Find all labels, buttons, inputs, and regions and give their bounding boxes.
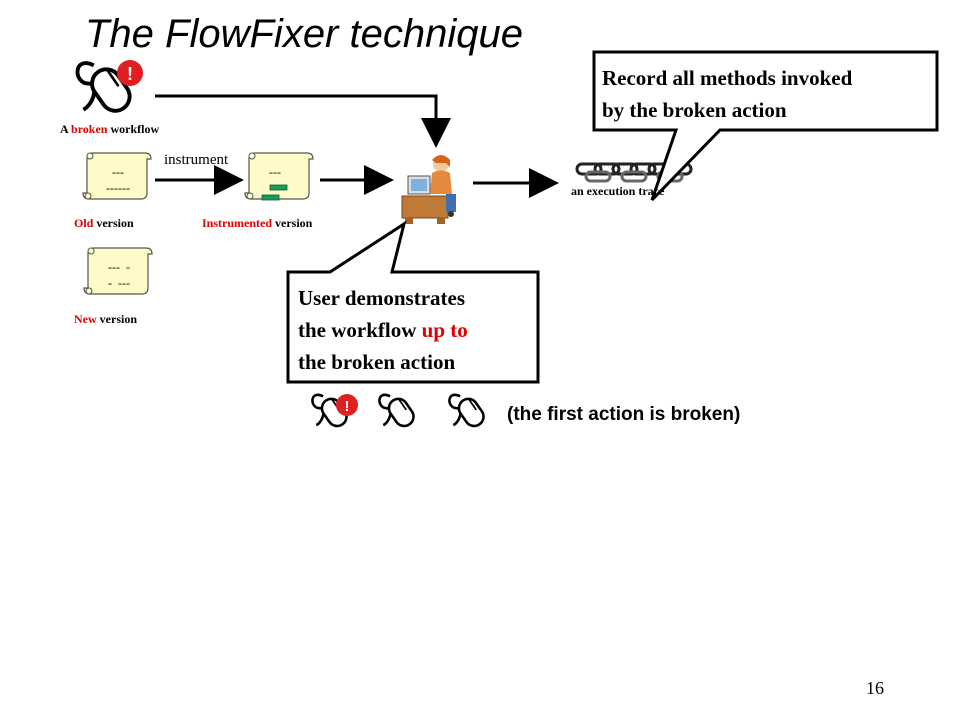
- old-version-label: Old version: [74, 216, 134, 230]
- broken-action-warning-icon: !: [336, 394, 358, 416]
- svg-text:!: !: [127, 64, 133, 84]
- page-number: 16: [866, 678, 884, 698]
- new-version-label: New version: [74, 312, 138, 326]
- action-mouse-icon: [378, 393, 419, 431]
- record-callout-text: Record all methods invoked by the broken…: [602, 66, 853, 122]
- broken-workflow-label: A broken workflow: [60, 122, 160, 136]
- instrument-label: instrument: [164, 152, 229, 168]
- user-at-desk-icon: [401, 155, 456, 224]
- actions-note: (the first action is broken): [507, 404, 741, 425]
- warning-badge-icon: !: [117, 60, 143, 86]
- workflow-to-user-arrow: [155, 94, 451, 148]
- user-callout-shape: [286, 220, 540, 384]
- user-callout-text: User demonstrates the workflow up to the…: [298, 286, 468, 374]
- instrumented-version-code: ---: [269, 165, 281, 179]
- new-version-code: --- - - ---: [108, 260, 130, 290]
- execution-trace-label: an execution trace: [571, 184, 665, 198]
- action-mouse-icon: [448, 393, 489, 431]
- instrumentation-marks: [261, 184, 288, 201]
- svg-text:!: !: [345, 398, 350, 415]
- record-callout-shape: [592, 50, 939, 202]
- instrumented-version-label: Instrumented version: [202, 216, 313, 230]
- slide-title: The FlowFixer technique: [85, 12, 523, 56]
- old-version-code: --- ------: [106, 165, 130, 195]
